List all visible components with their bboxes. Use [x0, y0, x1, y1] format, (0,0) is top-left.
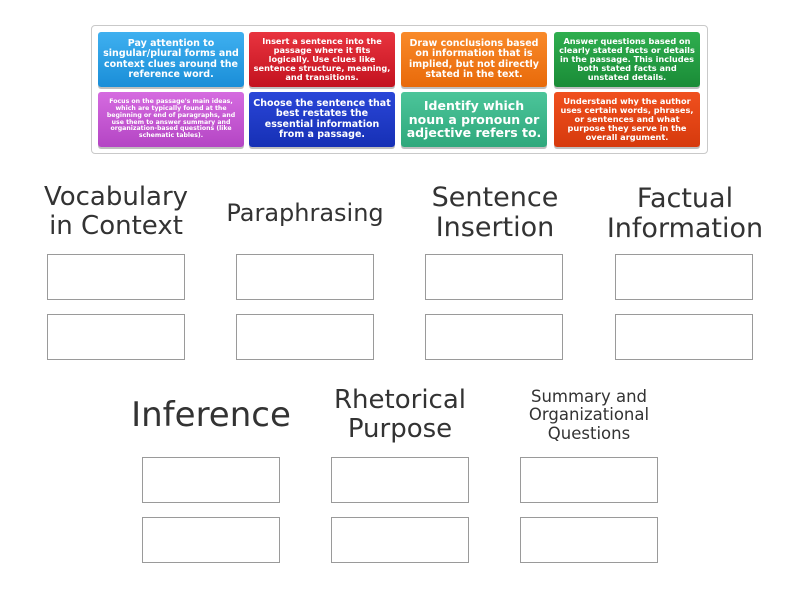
tile-bank: Pay attention to singular/plural forms a… — [91, 25, 708, 154]
drop-zone[interactable] — [47, 314, 185, 360]
draggable-tile[interactable]: Focus on the passage's main ideas, which… — [98, 92, 244, 147]
draggable-tile[interactable]: Understand why the author uses certain w… — [554, 92, 700, 147]
drop-zone[interactable] — [236, 314, 374, 360]
drop-zone[interactable] — [236, 254, 374, 300]
drop-zone[interactable] — [331, 517, 469, 563]
drop-zone[interactable] — [425, 314, 563, 360]
drop-zone[interactable] — [520, 517, 658, 563]
draggable-tile[interactable]: Insert a sentence into the passage where… — [249, 32, 395, 87]
draggable-tile[interactable]: Draw conclusions based on information th… — [401, 32, 547, 87]
draggable-tile[interactable]: Pay attention to singular/plural forms a… — [98, 32, 244, 87]
tile-text: Answer questions based on clearly stated… — [559, 36, 695, 82]
drop-zone[interactable] — [142, 457, 280, 503]
draggable-tile[interactable]: Identify which noun a pronoun or adjecti… — [401, 92, 547, 147]
tile-text: Focus on the passage's main ideas, which… — [106, 98, 236, 139]
tile-text: Identify which noun a pronoun or adjecti… — [406, 98, 542, 141]
drop-zone[interactable] — [142, 517, 280, 563]
tile-text: Understand why the author uses certain w… — [560, 96, 694, 142]
category-label-factual-information: Factual Information — [606, 183, 764, 245]
tile-text: Insert a sentence into the passage where… — [253, 36, 391, 82]
drop-zone[interactable] — [615, 314, 753, 360]
category-label-sentence-insertion: Sentence Insertion — [431, 182, 559, 244]
draggable-tile[interactable]: Answer questions based on clearly stated… — [554, 32, 700, 87]
tile-text: Pay attention to singular/plural forms a… — [103, 38, 239, 80]
draggable-tile[interactable]: Choose the sentence that best restates t… — [249, 92, 395, 147]
tile-text: Choose the sentence that best restates t… — [253, 98, 391, 140]
category-label-vocabulary: Vocabulary in Context — [43, 182, 189, 242]
tile-text: Draw conclusions based on information th… — [409, 38, 539, 80]
category-label-paraphrasing: Paraphrasing — [226, 199, 384, 227]
drop-zone[interactable] — [331, 457, 469, 503]
drop-zone[interactable] — [520, 457, 658, 503]
category-label-rhetorical-purpose: Rhetorical Purpose — [333, 385, 466, 445]
drop-zone[interactable] — [615, 254, 753, 300]
drop-zone[interactable] — [47, 254, 185, 300]
category-label-summary-organizational: Summary and Organizational Questions — [528, 387, 650, 443]
drop-zone[interactable] — [425, 254, 563, 300]
category-label-inference: Inference — [131, 395, 291, 435]
